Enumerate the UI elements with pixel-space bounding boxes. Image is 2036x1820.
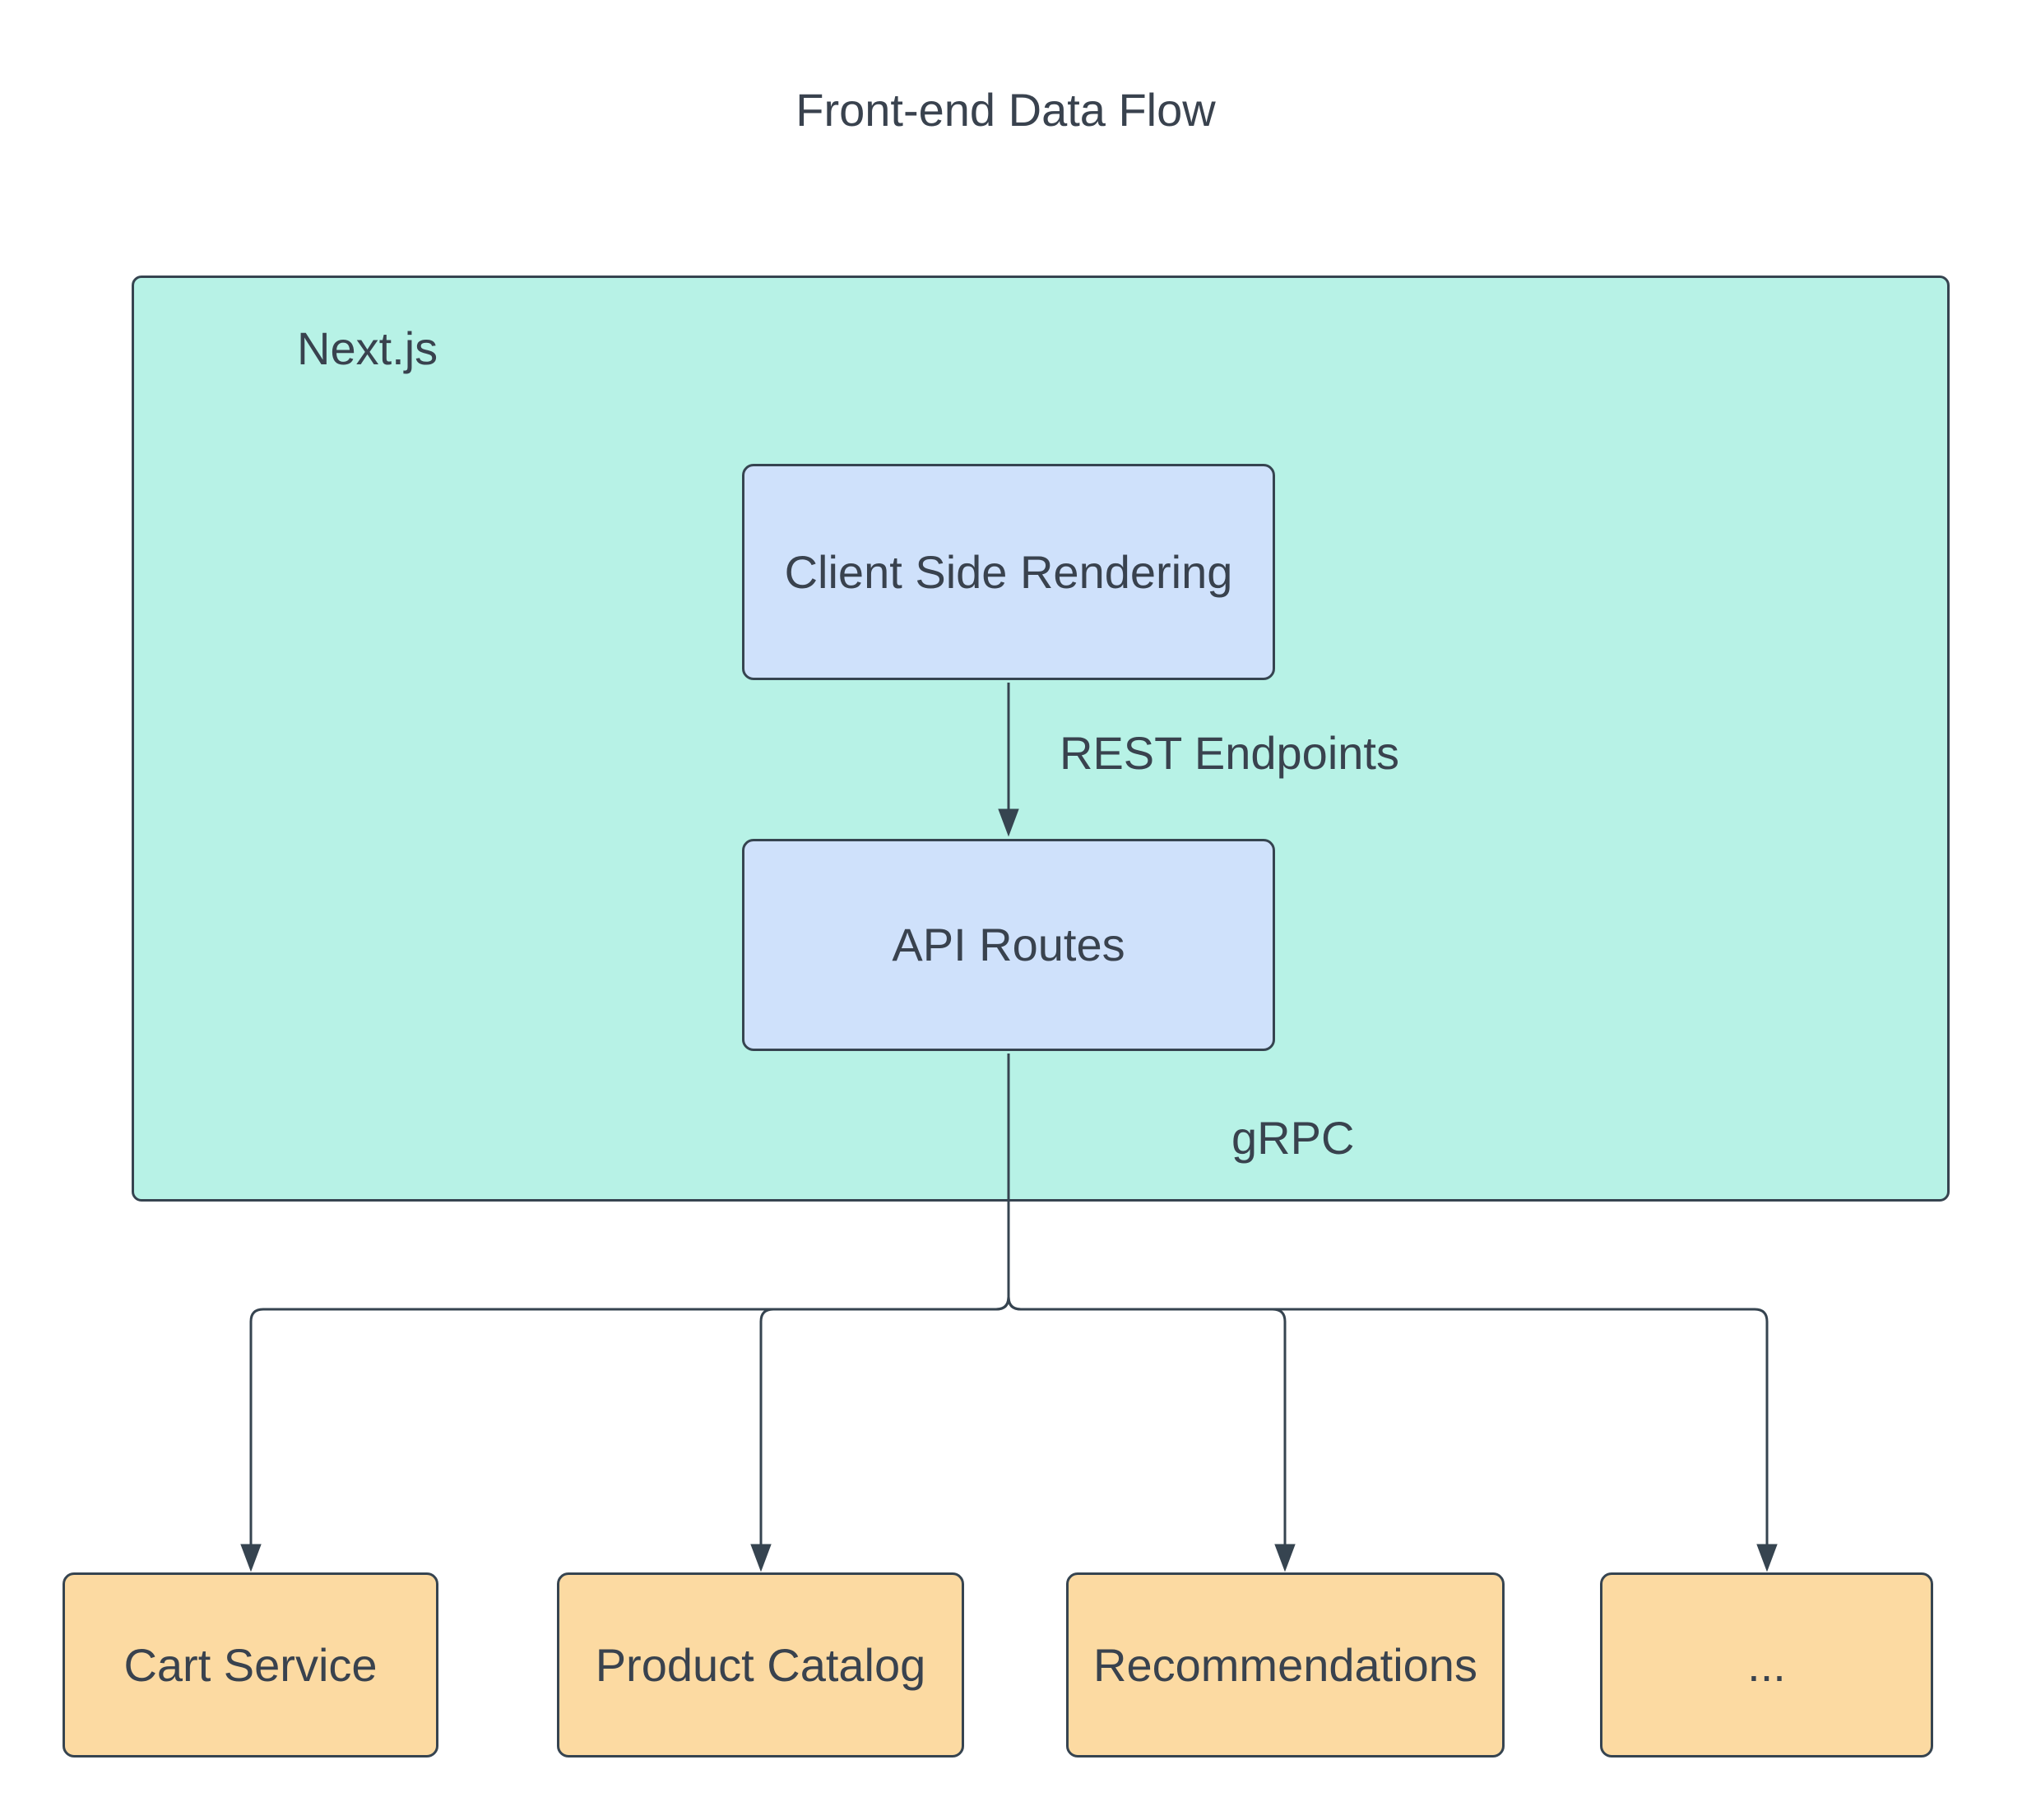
node-api-routes: API Routes — [742, 839, 1275, 1051]
edge-api-to-more — [1007, 1054, 1769, 1546]
edge-label-rest-endpoints: REST Endpoints — [1060, 727, 1399, 779]
arrowhead-api — [998, 808, 1019, 837]
diagram-title: Front-end Data Flow — [795, 84, 1216, 136]
node-recommendations: Recommendations — [1066, 1572, 1505, 1757]
node-cart-service-label: Cart Service — [123, 1638, 378, 1691]
arrowhead-catalog — [750, 1544, 772, 1572]
edge-label-grpc: gRPC — [1231, 1112, 1355, 1164]
node-product-catalog: Product Catalog — [557, 1572, 964, 1757]
node-client-side-rendering: Client Side Rendering — [742, 464, 1275, 680]
node-product-catalog-label: Product Catalog — [595, 1638, 926, 1691]
node-more-services-label: ... — [1747, 1638, 1786, 1691]
node-recommendations-label: Recommendations — [1093, 1638, 1477, 1691]
node-client-side-rendering-label: Client Side Rendering — [784, 545, 1233, 598]
edge-api-to-catalog — [759, 1054, 1010, 1546]
arrowhead-cart — [240, 1544, 262, 1572]
node-more-services: ... — [1600, 1572, 1933, 1757]
arrowhead-recs — [1274, 1544, 1296, 1572]
arrowhead-more — [1756, 1544, 1778, 1572]
node-api-routes-label: API Routes — [892, 919, 1125, 971]
node-cart-service: Cart Service — [63, 1572, 438, 1757]
nextjs-subgraph-label: Next.js — [297, 322, 438, 374]
edge-api-to-cart — [249, 1054, 1010, 1546]
